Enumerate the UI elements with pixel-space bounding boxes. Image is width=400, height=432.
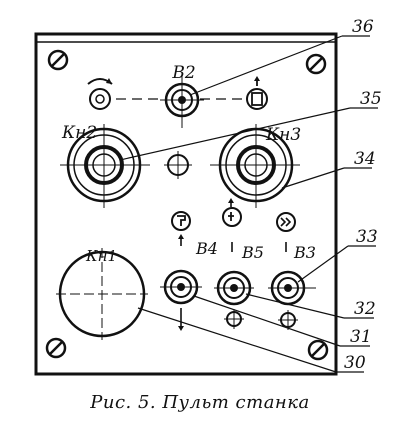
label-b4: В4	[195, 239, 218, 258]
b2-switch[interactable]	[160, 74, 204, 128]
screw-bottom-left-icon	[45, 337, 67, 359]
label-b3: В3	[293, 243, 316, 262]
callout-34: 34	[354, 149, 376, 169]
mounting-hole-b3-icon	[278, 310, 298, 330]
label-kn2: Кн2	[61, 123, 97, 143]
screw-top-right-icon	[305, 53, 327, 75]
mounting-hole-b5-icon	[224, 309, 244, 329]
screw-bottom-right-icon	[307, 339, 329, 361]
b5-switch[interactable]	[214, 270, 254, 306]
callout-35: 35	[360, 89, 382, 109]
callout-31: 31	[350, 327, 372, 347]
label-kn1: Кн1	[85, 247, 117, 265]
feed-symbol-icon	[171, 211, 191, 231]
leader-lines	[119, 35, 378, 373]
b4-switch[interactable]	[160, 269, 202, 305]
b3-switch[interactable]	[268, 270, 316, 306]
center-mounting-hole-icon	[164, 151, 192, 179]
panel-outline	[34, 32, 338, 376]
indicator-symbol-icon	[246, 76, 268, 110]
label-b2: В2	[171, 63, 195, 83]
kn2-button[interactable]	[60, 124, 150, 208]
rotation-symbol-icon	[87, 78, 113, 110]
callout-32: 32	[354, 299, 376, 319]
callout-36: 36	[352, 17, 374, 37]
label-b5: В5	[241, 243, 264, 262]
fast-forward-symbol-icon	[276, 212, 296, 232]
coolant-symbol-icon	[222, 198, 242, 227]
kn1-button[interactable]	[56, 248, 148, 340]
label-kn3: Кн3	[265, 125, 301, 145]
callout-30: 30	[344, 353, 366, 373]
callout-33: 33	[356, 227, 378, 247]
figure-caption: Рис. 5. Пульт станка	[90, 392, 310, 413]
screw-top-left-icon	[47, 49, 69, 71]
